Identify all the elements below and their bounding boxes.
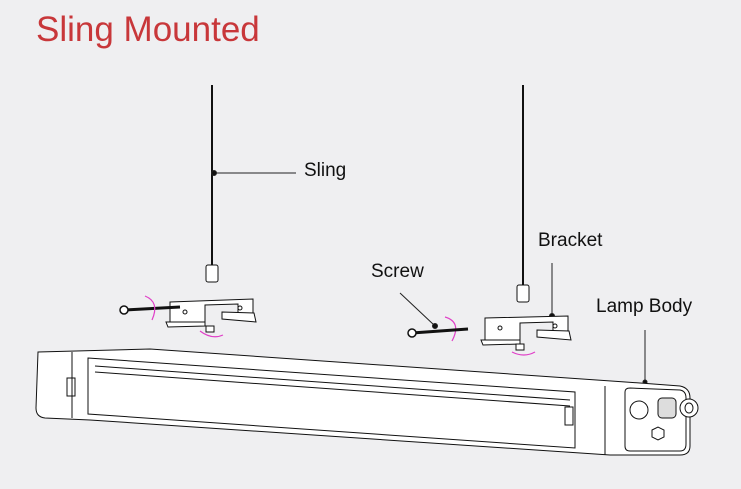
screw-label: Screw <box>371 261 424 282</box>
rotation-arrow-icon <box>144 295 536 356</box>
left-sling <box>205 85 219 283</box>
bracket-label: Bracket <box>538 230 603 251</box>
right-sling <box>516 85 530 303</box>
right-bracket <box>480 315 572 351</box>
leader-lines <box>211 170 648 385</box>
right-screw <box>407 327 469 338</box>
lamp-body <box>35 348 699 456</box>
left-screw <box>119 305 181 315</box>
sling-label: Sling <box>304 160 347 181</box>
lamp-body-label: Lamp Body <box>596 296 693 317</box>
left-bracket <box>165 298 257 333</box>
page-title: Sling Mounted <box>36 10 260 49</box>
